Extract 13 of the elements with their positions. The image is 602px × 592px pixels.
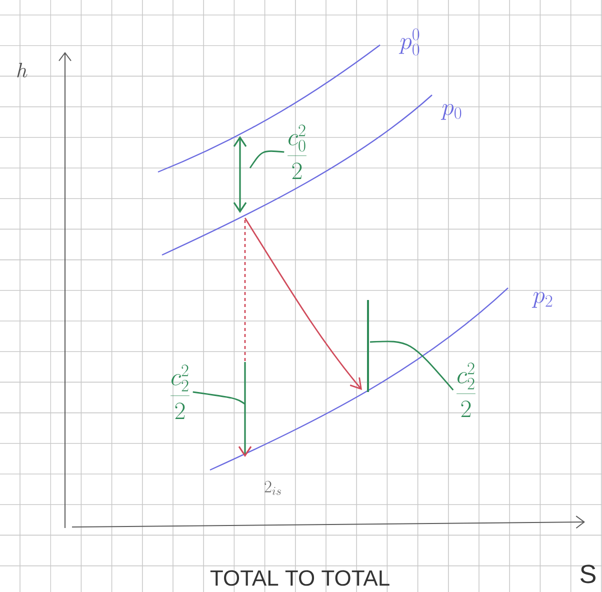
axis-label: $h$ xyxy=(17,62,28,78)
pressure-label: $p_0^0$ xyxy=(398,28,420,56)
caption-text: TOTAL TO TOTAL xyxy=(210,570,390,586)
leader-line xyxy=(249,150,284,168)
state-label: $2_{is}$ xyxy=(264,480,281,495)
pressure-label: $p_2$ xyxy=(532,292,552,308)
fraction-label: $\frac{c_0^2}{2}$ xyxy=(288,124,306,180)
axis-label: S xyxy=(580,564,596,584)
leader-line xyxy=(192,391,246,405)
fraction-label: $\frac{c_2^2}{2}$ xyxy=(170,364,190,420)
pressure-label: $p_0$ xyxy=(440,104,462,120)
leader-line xyxy=(370,340,454,390)
fraction-label: $\frac{c_2^2}{2}$ xyxy=(456,362,476,418)
